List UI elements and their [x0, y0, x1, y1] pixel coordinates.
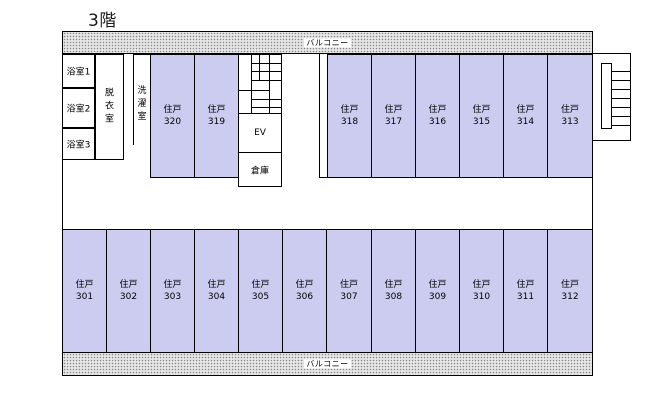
- dressing-room: 脱 衣 室: [95, 54, 124, 160]
- unit-303-number: 303: [163, 292, 182, 302]
- bath-room-1: 浴室1: [62, 54, 95, 88]
- unit-308-type: 住戸: [384, 280, 403, 290]
- unit-304-number: 304: [207, 292, 226, 302]
- dressing-room-char-3: 室: [104, 114, 114, 125]
- unit-319-number: 319: [207, 117, 226, 127]
- unit-303-type: 住戸: [163, 280, 182, 290]
- unit-315-type: 住戸: [472, 105, 491, 115]
- unit-305-type: 住戸: [251, 280, 270, 290]
- unit-306-type: 住戸: [295, 280, 314, 290]
- unit-317: 住戸 317: [371, 54, 416, 178]
- unit-312: 住戸 312: [547, 229, 593, 353]
- unit-313-type: 住戸: [560, 105, 579, 115]
- unit-301-number: 301: [75, 292, 94, 302]
- unit-316-number: 316: [428, 117, 447, 127]
- unit-320: 住戸 320: [150, 54, 195, 178]
- unit-316-type: 住戸: [428, 105, 447, 115]
- unit-314: 住戸 314: [503, 54, 548, 178]
- unit-318-number: 318: [340, 117, 359, 127]
- staircase-center: [238, 54, 282, 115]
- bath-room-2: 浴室2: [62, 88, 95, 128]
- unit-319: 住戸 319: [194, 54, 239, 178]
- balcony-bottom: バルコニー: [62, 352, 593, 376]
- unit-314-number: 314: [516, 117, 535, 127]
- unit-314-type: 住戸: [516, 105, 535, 115]
- dressing-room-char-2: 衣: [104, 101, 114, 112]
- unit-319-type: 住戸: [207, 105, 226, 115]
- unit-310: 住戸 310: [459, 229, 504, 353]
- unit-309-type: 住戸: [428, 280, 447, 290]
- unit-305-number: 305: [251, 292, 270, 302]
- elevator-label: EV: [254, 128, 266, 138]
- unit-320-type: 住戸: [163, 105, 182, 115]
- unit-306: 住戸 306: [282, 229, 327, 353]
- bath-room-3: 浴室3: [62, 128, 95, 160]
- floor-title: 3階: [88, 11, 117, 31]
- unit-315-number: 315: [472, 117, 491, 127]
- laundry-room-char-1: 洗: [137, 86, 147, 96]
- unit-310-type: 住戸: [472, 280, 491, 290]
- unit-320-number: 320: [163, 117, 182, 127]
- unit-313: 住戸 313: [547, 54, 593, 178]
- unit-312-type: 住戸: [560, 280, 579, 290]
- bath-room-1-label: 浴室1: [66, 67, 91, 78]
- unit-317-number: 317: [384, 117, 403, 127]
- balcony-top-label: バルコニー: [304, 38, 351, 47]
- storage-room: 倉庫: [238, 152, 282, 187]
- unit-311-type: 住戸: [516, 280, 535, 290]
- unit-307-number: 307: [340, 292, 358, 302]
- elevator: EV: [238, 113, 282, 153]
- unit-307: 住戸 307: [326, 229, 372, 353]
- laundry-room-char-2: 濯: [137, 99, 147, 109]
- bath-room-2-label: 浴室2: [66, 104, 91, 115]
- unit-310-number: 310: [472, 292, 491, 302]
- unit-302: 住戸 302: [106, 229, 151, 353]
- unit-301: 住戸 301: [62, 229, 107, 353]
- unit-315: 住戸 315: [459, 54, 504, 178]
- corridor-wall: [319, 54, 320, 178]
- laundry-room: 洗 濯 室: [133, 54, 150, 145]
- balcony-top: バルコニー: [62, 31, 593, 54]
- dressing-room-char-1: 脱: [104, 88, 114, 99]
- storage-room-label: 倉庫: [250, 166, 269, 176]
- unit-304: 住戸 304: [194, 229, 239, 353]
- unit-313-number: 313: [561, 117, 579, 127]
- unit-302-number: 302: [119, 292, 138, 302]
- unit-318: 住戸 318: [327, 54, 372, 178]
- unit-303: 住戸 303: [150, 229, 195, 353]
- unit-309: 住戸 309: [415, 229, 460, 353]
- unit-308: 住戸 308: [371, 229, 416, 353]
- unit-305: 住戸 305: [238, 229, 283, 353]
- unit-311: 住戸 311: [503, 229, 548, 353]
- bath-room-3-label: 浴室3: [66, 140, 91, 151]
- unit-301-type: 住戸: [75, 280, 94, 290]
- unit-318-type: 住戸: [340, 105, 359, 115]
- unit-304-type: 住戸: [207, 280, 226, 290]
- unit-308-number: 308: [384, 292, 403, 302]
- unit-306-number: 306: [295, 292, 314, 302]
- balcony-bottom-label: バルコニー: [304, 359, 351, 369]
- laundry-room-char-3: 室: [137, 112, 147, 122]
- unit-307-type: 住戸: [339, 280, 358, 290]
- unit-309-number: 309: [428, 292, 447, 302]
- unit-317-type: 住戸: [384, 105, 403, 115]
- unit-316: 住戸 316: [415, 54, 460, 178]
- unit-312-number: 312: [561, 292, 579, 302]
- unit-311-number: 311: [516, 292, 535, 302]
- corridor-wall: [319, 177, 328, 178]
- staircase-external: [593, 53, 631, 141]
- unit-302-type: 住戸: [119, 280, 138, 290]
